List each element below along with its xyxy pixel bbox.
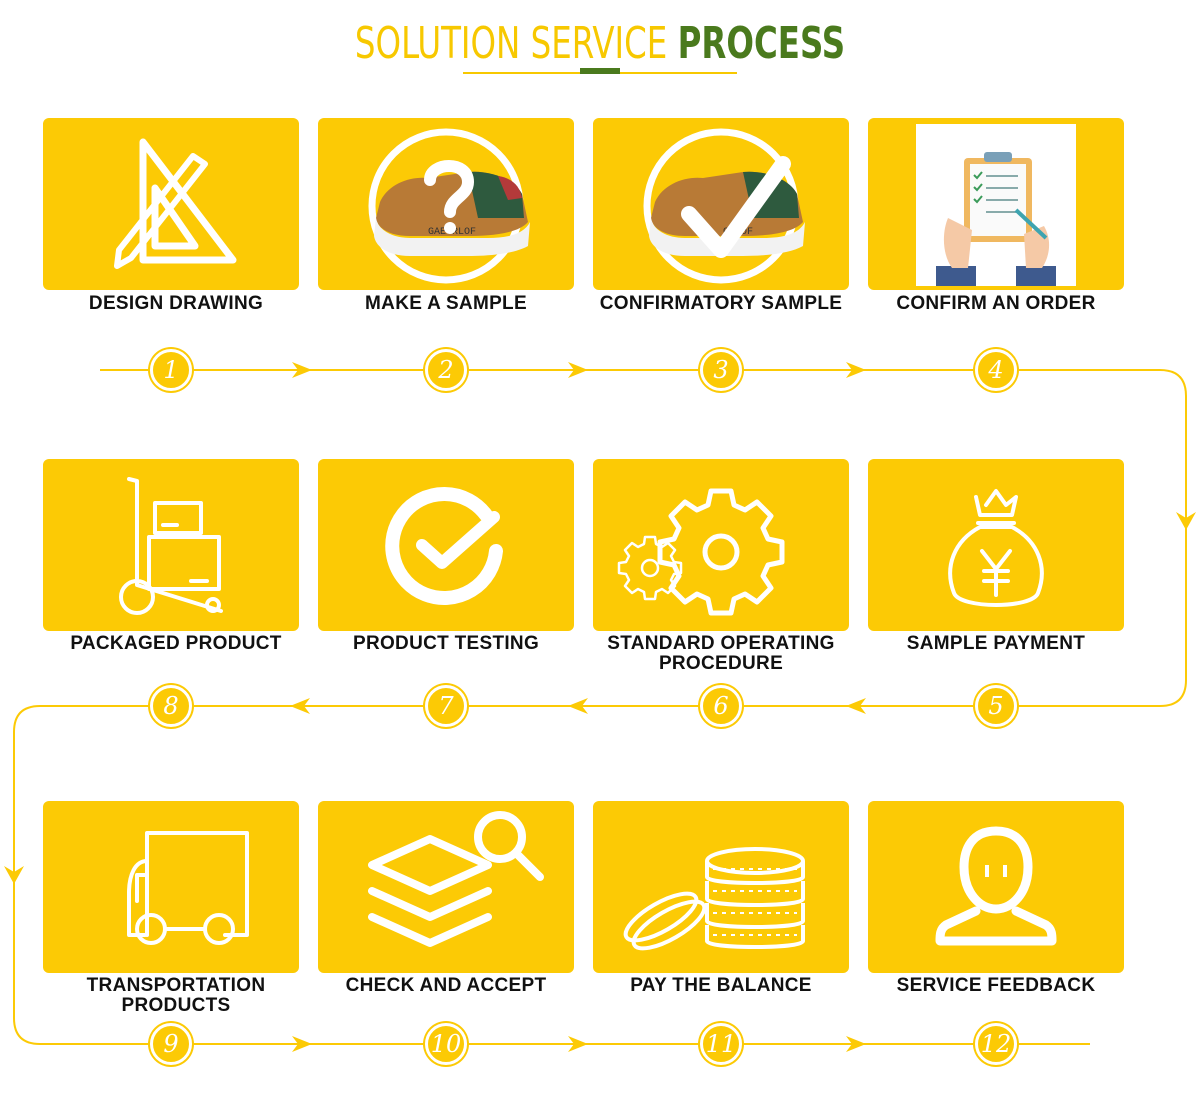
- step-label-10: CHECK AND ACCEPT: [345, 975, 547, 996]
- arrow-down-right: [1176, 512, 1196, 530]
- step-label-7: PRODUCT TESTING: [352, 633, 540, 654]
- arrow-left-3: [846, 698, 866, 714]
- step-number-10: 10: [425, 1023, 467, 1065]
- arrow-right-5: [568, 1036, 588, 1052]
- step-card-4: [868, 118, 1124, 290]
- title-part-1: SOLUTION SERVICE: [354, 18, 678, 69]
- page-title: SOLUTION SERVICE PROCESS: [108, 16, 1092, 72]
- check-circle-icon: [385, 487, 503, 605]
- step-card-1: [43, 118, 299, 290]
- arrow-left-1: [290, 698, 310, 714]
- step-number-3: 3: [700, 349, 742, 391]
- drafting-triangle-pencil-icon: [114, 138, 237, 269]
- clipboard-checklist-icon: [916, 124, 1076, 286]
- arrow-left-2: [568, 698, 588, 714]
- step-label-12: SERVICE FEEDBACK: [896, 975, 1096, 996]
- step-number-4: 4: [975, 349, 1017, 391]
- step-number-1: 1: [150, 349, 192, 391]
- step-card-6: [593, 459, 849, 631]
- step-number-7: 7: [425, 685, 467, 727]
- stack-magnifier-icon: [368, 811, 544, 947]
- arrow-right-2: [568, 362, 588, 378]
- step-label-8: PACKAGED PRODUCT: [70, 633, 282, 654]
- step-number-8: 8: [150, 685, 192, 727]
- title-underline-accent: [580, 68, 620, 74]
- arrow-right-1: [292, 362, 312, 378]
- arrow-right-3: [846, 362, 866, 378]
- truck-icon: [127, 831, 249, 945]
- step-number-5: 5: [975, 685, 1017, 727]
- step-card-12: [868, 801, 1124, 973]
- step-number-6: 6: [700, 685, 742, 727]
- step-card-8: [43, 459, 299, 631]
- step-card-3: GRLOF: [593, 118, 849, 290]
- step-label-3: CONFIRMATORY SAMPLE: [599, 293, 843, 314]
- step-number-9: 9: [150, 1023, 192, 1065]
- step-card-5: [868, 459, 1124, 631]
- step-label-1: DESIGN DRAWING: [88, 293, 264, 314]
- step-number-11: 11: [700, 1023, 742, 1065]
- arrow-right-4: [292, 1036, 312, 1052]
- step-label-9: TRANSPORTATION PRODUCTS: [86, 975, 266, 1016]
- sneaker-question-icon: GAEGRLOF: [368, 128, 530, 284]
- step-number-12: 12: [975, 1023, 1017, 1065]
- arrow-down-left: [4, 866, 24, 884]
- arrow-right-6: [846, 1036, 866, 1052]
- sneaker-check-icon: GRLOF: [643, 128, 805, 284]
- step-label-5: SAMPLE PAYMENT: [906, 633, 1086, 654]
- step-card-11: [593, 801, 849, 973]
- coin-stacks-icon: [623, 847, 805, 951]
- step-label-11: PAY THE BALANCE: [630, 975, 812, 996]
- step-number-2: 2: [425, 349, 467, 391]
- title-part-2: PROCESS: [677, 18, 846, 69]
- gears-icon: [617, 488, 785, 616]
- step-label-6: STANDARD OPERATING PROCEDURE: [607, 633, 835, 674]
- money-bag-yen-icon: [948, 489, 1044, 607]
- step-label-2: MAKE A SAMPLE: [365, 293, 527, 314]
- step-card-2: GAEGRLOF: [318, 118, 574, 290]
- step-card-10: [318, 801, 574, 973]
- hand-truck-boxes-icon: [119, 477, 223, 615]
- step-card-9: [43, 801, 299, 973]
- step-label-4: CONFIRM AN ORDER: [896, 293, 1096, 314]
- step-card-7: [318, 459, 574, 631]
- person-avatar-icon: [935, 826, 1057, 946]
